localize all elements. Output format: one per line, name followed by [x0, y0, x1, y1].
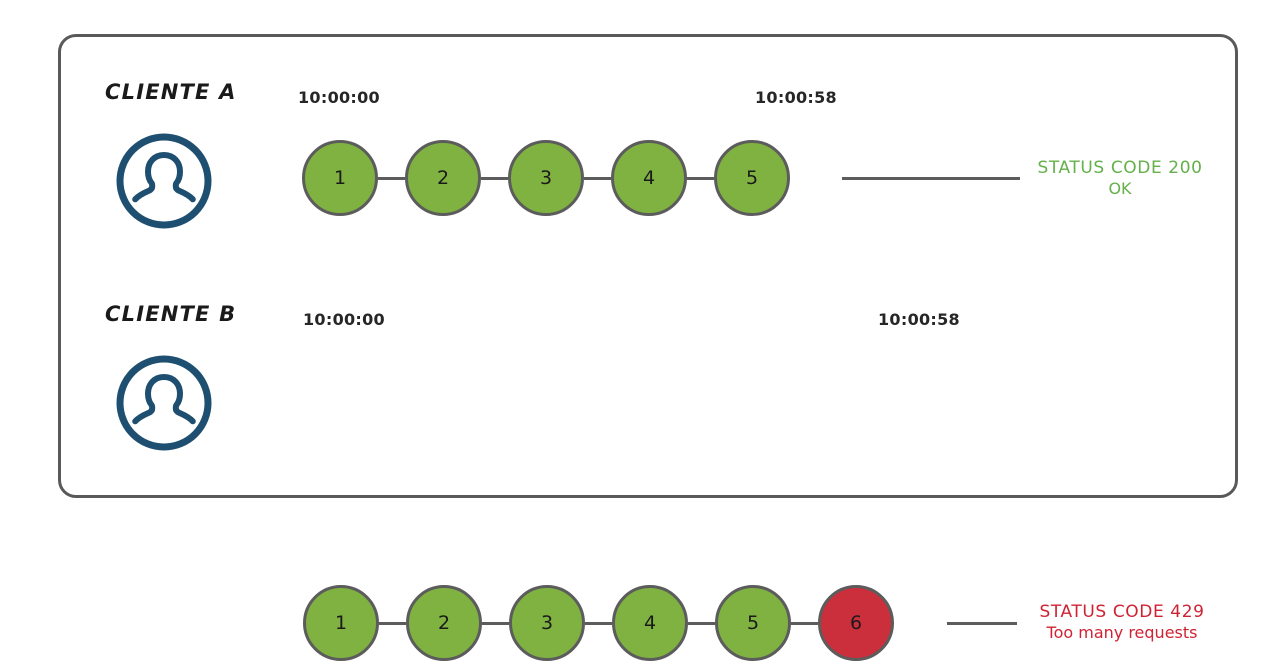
request-node[interactable]: 1: [303, 585, 379, 661]
status-badge-b: STATUS CODE 429 Too many requests: [1022, 602, 1222, 642]
client-label-a: CLIENTE A: [105, 80, 237, 104]
status-connector-a: [842, 177, 1020, 180]
request-node[interactable]: 1: [302, 140, 378, 216]
chain-connector: [584, 177, 611, 180]
status-connector-b: [947, 622, 1017, 625]
request-node[interactable]: 2: [406, 585, 482, 661]
request-node[interactable]: 5: [714, 140, 790, 216]
chain-connector: [585, 622, 612, 625]
user-avatar-icon: [114, 353, 214, 453]
request-node[interactable]: 4: [611, 140, 687, 216]
timestamp-end-a: 10:00:58: [755, 88, 837, 107]
client-label-b: CLIENTE B: [105, 302, 237, 326]
request-node[interactable]: 5: [715, 585, 791, 661]
status-badge-a: STATUS CODE 200 OK: [1030, 158, 1210, 198]
chain-connector: [687, 177, 714, 180]
chain-connector: [791, 622, 818, 625]
request-node[interactable]: 3: [508, 140, 584, 216]
status-text-b: Too many requests: [1046, 622, 1198, 642]
timestamp-end-b: 10:00:58: [878, 310, 960, 329]
chain-connector: [378, 177, 405, 180]
chain-connector: [688, 622, 715, 625]
status-code-b: STATUS CODE 429: [1039, 602, 1205, 622]
status-text-a: OK: [1108, 178, 1132, 198]
chain-connector: [482, 622, 509, 625]
request-node[interactable]: 4: [612, 585, 688, 661]
diagram-frame: [58, 34, 1238, 498]
chain-connector: [481, 177, 508, 180]
request-node[interactable]: 3: [509, 585, 585, 661]
timestamp-start-a: 10:00:00: [298, 88, 380, 107]
chain-connector: [379, 622, 406, 625]
request-node[interactable]: 2: [405, 140, 481, 216]
user-avatar-icon: [114, 131, 214, 231]
status-code-a: STATUS CODE 200: [1037, 158, 1203, 178]
request-node[interactable]: 6: [818, 585, 894, 661]
timestamp-start-b: 10:00:00: [303, 310, 385, 329]
